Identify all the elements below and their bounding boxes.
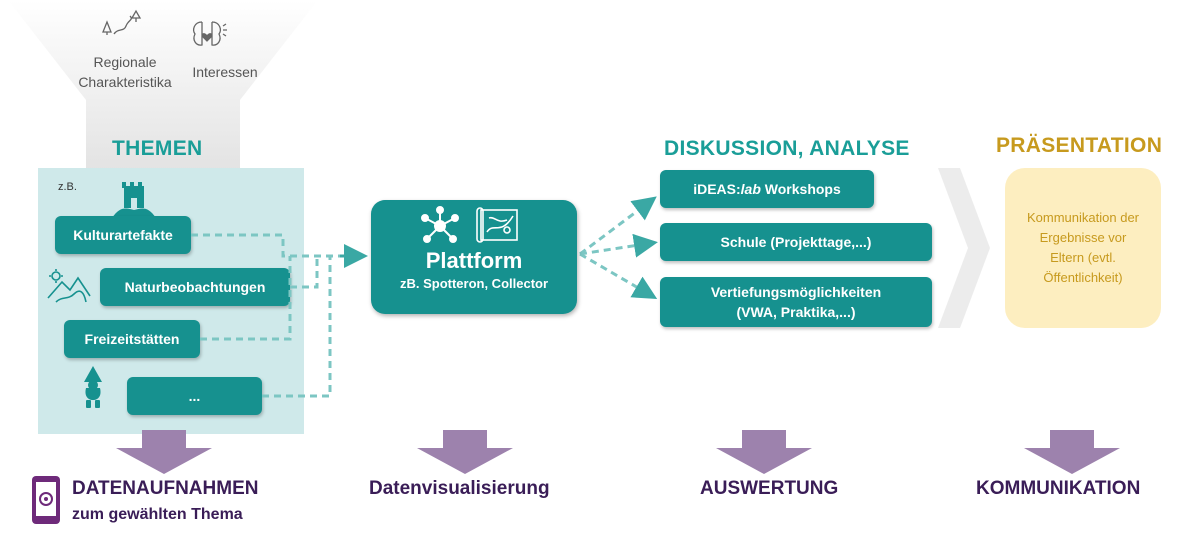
themen-title: THEMEN: [112, 137, 203, 160]
brain-heart-icon: [193, 21, 227, 46]
label-datenaufnahmen: DATENAUFNAHMEN: [72, 478, 259, 499]
presentation-title: PRÄSENTATION: [996, 134, 1163, 157]
presentation-box: Kommunikation der Ergebnisse vor Eltern …: [1005, 168, 1161, 328]
down-arrow-3: [716, 430, 812, 474]
platform-subtitle: zB. Spotteron, Collector: [399, 276, 549, 291]
workshops-prefix: iDEAS:: [693, 181, 741, 197]
label-datenvisualisierung: Datenvisualisierung: [369, 478, 550, 499]
workshops-suffix: Workshops: [760, 181, 841, 197]
theme-naturbeobachtungen: Naturbeobachtungen: [100, 268, 290, 306]
presentation-text: Kommunikation der Ergebnisse vor Eltern …: [1027, 210, 1139, 285]
castle-icon: [112, 182, 156, 218]
theme-freizeitstaetten: Freizeitstätten: [64, 320, 200, 358]
map-icon: [476, 207, 518, 243]
discussion-title: DISKUSSION, ANALYSE: [664, 137, 910, 160]
gnome-icon: [84, 366, 102, 408]
landscape-icon: [102, 9, 142, 35]
label-auswertung: AUSWERTUNG: [700, 478, 839, 499]
input-funnel: [8, 0, 318, 170]
down-arrow-1: [116, 430, 212, 474]
down-arrow-2: [417, 430, 513, 474]
workshops-italic: lab: [740, 181, 761, 197]
platform-title: Plattform: [425, 248, 523, 273]
label-datenaufnahmen-sub: zum gewählten Thema: [72, 506, 243, 523]
interests-label: Interessen: [192, 64, 258, 80]
label-kommunikation: KOMMUNIKATION: [976, 478, 1141, 499]
platform-box: Plattform zB. Spotteron, Collector: [371, 200, 577, 314]
theme-kulturartefakte: Kulturartefakte: [55, 216, 191, 254]
theme-more: ...: [127, 377, 262, 415]
mountains-icon: [47, 269, 91, 303]
smartphone-camera-icon: [32, 476, 60, 524]
regional-label: Regionale Charakteristika: [78, 54, 172, 90]
discussion-vertiefung: Vertiefungsmöglichkeiten (VWA, Praktika,…: [660, 277, 932, 327]
discussion-workshops: iDEAS:lab Workshops: [660, 170, 874, 208]
example-label: z.B.: [58, 181, 77, 193]
down-arrow-4: [1024, 430, 1120, 474]
network-icon: [421, 206, 459, 243]
discussion-schule: Schule (Projekttage,...): [660, 223, 932, 261]
down-arrows: [116, 430, 1120, 474]
